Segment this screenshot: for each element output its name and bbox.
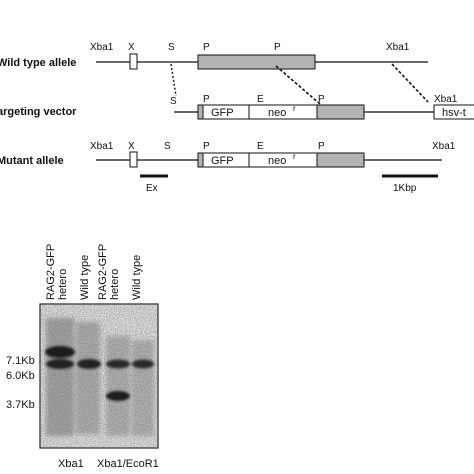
mutant-allele-map: Mutant allele GFP neo r Xba1 X S P E P X…: [0, 141, 456, 194]
lane-4-smear: [132, 340, 154, 436]
mu-site-p2: P: [318, 141, 325, 152]
wt-site-p1: P: [203, 42, 210, 53]
tv-site-p2: P: [318, 94, 325, 105]
digest-label-xba1-ecor1: Xba1/EcoR1: [97, 458, 159, 470]
lane-1-smear: [46, 318, 74, 436]
digest-label-xba1: Xba1: [58, 458, 84, 470]
mu-site-xba1-left: Xba1: [90, 141, 114, 152]
tv-site-xba1: Xba1: [434, 94, 458, 105]
mu-site-s: S: [164, 141, 171, 152]
scale-bar-label: 1Kbp: [393, 183, 417, 194]
homology-connector-p: [275, 65, 321, 105]
lane-3-line-2: hetero: [109, 269, 121, 300]
band-lane1-6kb: [46, 359, 74, 369]
southern-blot: RAG2-GFP hetero Wild type RAG2-GFP heter…: [6, 244, 159, 470]
tv-hsv-tk-box: [433, 104, 474, 120]
wt-site-xba1-right: Xba1: [386, 42, 410, 53]
targeting-vector-map: argeting vector GFP neo r hsv-t S P E P …: [0, 94, 474, 120]
marker-6-0kb: 6.0Kb: [6, 370, 35, 382]
homology-connector-xba1: [391, 63, 429, 103]
lane-3-line-1: RAG2-GFP: [97, 244, 109, 300]
mu-gfp-text: GFP: [211, 155, 234, 167]
wt-site-x: X: [128, 42, 135, 53]
tv-site-s: S: [170, 96, 177, 107]
mu-site-p1: P: [203, 141, 210, 152]
tv-site-e: E: [257, 94, 264, 105]
tv-gfp-text: GFP: [211, 107, 234, 119]
mu-neo-text: neo: [268, 155, 286, 167]
lane-labels: RAG2-GFP hetero Wild type RAG2-GFP heter…: [45, 244, 143, 300]
lane-1-line-2: hetero: [57, 269, 69, 300]
wt-exon-small: [129, 53, 138, 70]
lane-label-1: RAG2-GFP hetero: [45, 244, 69, 300]
lane-1-line-1: RAG2-GFP: [45, 244, 57, 300]
probe-label: Ex: [146, 183, 158, 194]
lane-2-smear: [76, 322, 100, 434]
tv-site-p1: P: [203, 94, 210, 105]
mu-neo-superscript: r: [293, 152, 296, 161]
tv-homology-exon: [316, 104, 365, 120]
marker-7-1kb: 7.1Kb: [6, 355, 35, 367]
wt-targeted-exon: [197, 54, 316, 70]
targeting-vector-label: argeting vector: [0, 106, 77, 118]
tv-hsv-text: hsv-t: [442, 107, 466, 119]
band-lane3-6kb: [106, 359, 130, 369]
mu-exon-small: [129, 151, 138, 168]
lane-2-line-1: Wild type: [79, 255, 91, 300]
band-lane3-3-7kb: [106, 391, 130, 401]
lane-3-smear: [106, 336, 130, 436]
band-lane1-7kb: [45, 346, 75, 358]
mu-homology-exon: [316, 152, 365, 168]
band-lane2-6kb: [77, 359, 101, 369]
lane-label-3: RAG2-GFP hetero: [97, 244, 121, 300]
wt-site-xba1-left: Xba1: [90, 42, 114, 53]
wild-type-allele-map: Wild type allele Xba1 X S P P Xba1: [0, 42, 429, 105]
tv-exon-fragment: [197, 104, 204, 120]
wt-site-s: S: [168, 42, 175, 53]
wild-type-label: Wild type allele: [0, 57, 76, 69]
blot-bands: [45, 346, 154, 401]
wt-site-p2: P: [274, 42, 281, 53]
tv-neo-text: neo: [268, 107, 286, 119]
band-lane4-6kb: [132, 359, 154, 369]
lane-label-4: Wild type: [131, 255, 143, 300]
lane-4-line-1: Wild type: [131, 255, 143, 300]
mutant-allele-label: Mutant allele: [0, 155, 64, 167]
tv-neo-superscript: r: [293, 104, 296, 113]
homology-connector-s: [170, 63, 177, 97]
mu-site-xba1-right: Xba1: [432, 141, 456, 152]
marker-3-7kb: 3.7Kb: [6, 399, 35, 411]
mu-site-e: E: [257, 141, 264, 152]
mu-exon-fragment: [197, 152, 204, 168]
mu-site-x: X: [128, 141, 135, 152]
lane-label-2: Wild type: [79, 255, 91, 300]
